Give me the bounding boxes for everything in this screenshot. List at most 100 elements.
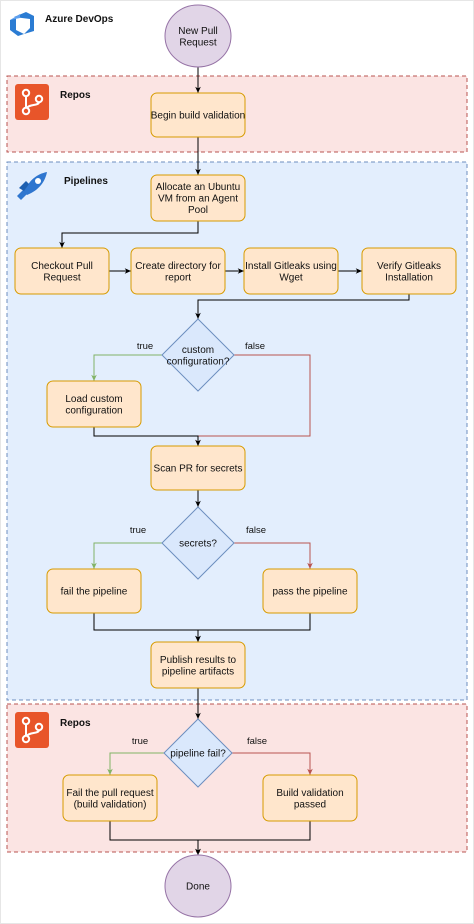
edge-pass-pipe-to-publish	[195, 613, 311, 642]
node-label: configuration?	[167, 356, 230, 367]
node-label: Create directory for	[135, 261, 221, 272]
node-pass-pipe: pass the pipeline	[262, 568, 358, 614]
edge-line	[195, 294, 410, 319]
repos-icon	[15, 84, 49, 120]
process-box	[150, 641, 246, 689]
process-box	[150, 174, 246, 222]
lane-background	[6, 161, 468, 701]
header: Azure DevOps	[10, 12, 114, 36]
node-label: Allocate an Ubuntu	[156, 182, 241, 193]
azure-devops-icon	[10, 12, 34, 36]
edge-line	[234, 542, 313, 569]
terminal-circle	[164, 854, 232, 918]
lane-repos-top: Repos	[6, 75, 468, 153]
edge-label: true	[137, 341, 153, 352]
node-label: Verify Gitleaks	[377, 261, 441, 272]
node-label: custom	[182, 345, 214, 356]
node-label: Installation	[385, 272, 433, 283]
edge-passed-to-done	[195, 821, 311, 855]
edge-line	[91, 542, 162, 569]
process-box	[62, 774, 158, 822]
process-box	[14, 247, 110, 295]
node-label: Publish results to	[160, 655, 237, 666]
edge-pfail-to-passed: false	[232, 736, 313, 775]
node-label: Request	[43, 272, 80, 283]
node-label: configuration	[65, 405, 122, 416]
decision-diamond	[163, 718, 233, 788]
process-box	[150, 445, 246, 491]
edge-line	[195, 613, 311, 642]
node-label: Build validation	[276, 788, 343, 799]
lane-pipelines: Pipelines	[6, 161, 468, 701]
process-box	[262, 774, 358, 822]
repos-icon	[15, 712, 49, 748]
process-box	[46, 380, 142, 428]
node-label: passed	[294, 799, 326, 810]
process-box	[46, 568, 142, 614]
node-done: Done	[164, 854, 232, 918]
node-fail-pipe: fail the pipeline	[46, 568, 142, 614]
edge-secrets-to-pass-pipe: false	[234, 525, 313, 569]
process-box	[361, 247, 457, 295]
header-title: Azure DevOps	[45, 14, 114, 25]
node-label: VM from an Agent	[158, 194, 238, 205]
edge-label: true	[130, 525, 146, 536]
node-label: secrets?	[179, 539, 217, 550]
edge-pfail-to-fail-pr: true	[107, 736, 164, 775]
node-label: Install Gitleaks using	[245, 261, 337, 272]
node-label: Load custom	[65, 394, 122, 405]
pipelines-icon	[17, 172, 47, 200]
decision-diamond	[161, 318, 235, 392]
node-label: Wget	[279, 272, 303, 283]
edge-line	[195, 821, 311, 855]
node-label: (build validation)	[74, 799, 147, 810]
edge-line	[59, 221, 199, 248]
node-label: pass the pipeline	[272, 587, 347, 598]
decision-diamond	[161, 506, 235, 580]
edge-label: true	[132, 736, 148, 747]
node-pfail: pipeline fail?	[163, 718, 233, 788]
edge-label: false	[246, 525, 266, 536]
lane-title: Pipelines	[64, 176, 108, 187]
node-fail-pr: Fail the pull request(build validation)	[62, 774, 158, 822]
node-label: Pool	[188, 205, 208, 216]
edge-custom-to-load: true	[91, 341, 162, 381]
process-box	[130, 247, 226, 295]
node-scan: Scan PR for secrets	[150, 445, 246, 491]
edge-line	[232, 752, 313, 775]
edge-line	[93, 427, 201, 446]
node-label: Done	[186, 882, 210, 893]
edge-load-to-scan	[93, 427, 201, 446]
node-label: pipeline artifacts	[162, 666, 234, 677]
node-label: pipeline fail?	[170, 749, 226, 760]
node-label: report	[165, 272, 191, 283]
edge-secrets-to-fail-pipe: true	[91, 525, 162, 569]
process-box	[262, 568, 358, 614]
process-box	[243, 247, 339, 295]
lane-title: Repos	[60, 718, 91, 729]
process-box	[150, 92, 246, 138]
node-label: fail the pipeline	[61, 587, 128, 598]
node-label: Scan PR for secrets	[154, 464, 243, 475]
terminal-circle	[164, 4, 232, 68]
edge-line	[107, 752, 164, 775]
edge-allocate-to-checkout	[59, 221, 199, 248]
node-begin: Begin build validation	[150, 92, 246, 138]
edge-label: false	[247, 736, 267, 747]
edge-verify-to-custom	[195, 294, 410, 319]
node-label: Fail the pull request	[66, 788, 153, 799]
node-label: New Pull	[178, 26, 217, 37]
node-secrets: secrets?	[161, 506, 235, 580]
